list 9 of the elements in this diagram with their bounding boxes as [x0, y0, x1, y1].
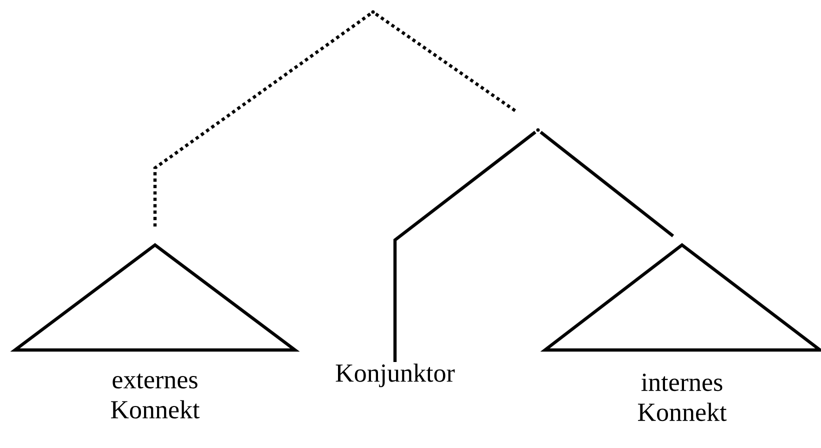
tree-node — [371, 10, 375, 14]
node-label: externes Konnekt — [111, 374, 200, 418]
tree-node — [536, 128, 540, 132]
tree-branch — [540, 130, 674, 238]
tree-branch — [374, 12, 518, 114]
node-label: internes Konnekt — [638, 374, 727, 422]
tree-branch — [393, 130, 536, 362]
tree-branch — [153, 12, 372, 228]
node-label: Konjunktor — [336, 364, 455, 388]
